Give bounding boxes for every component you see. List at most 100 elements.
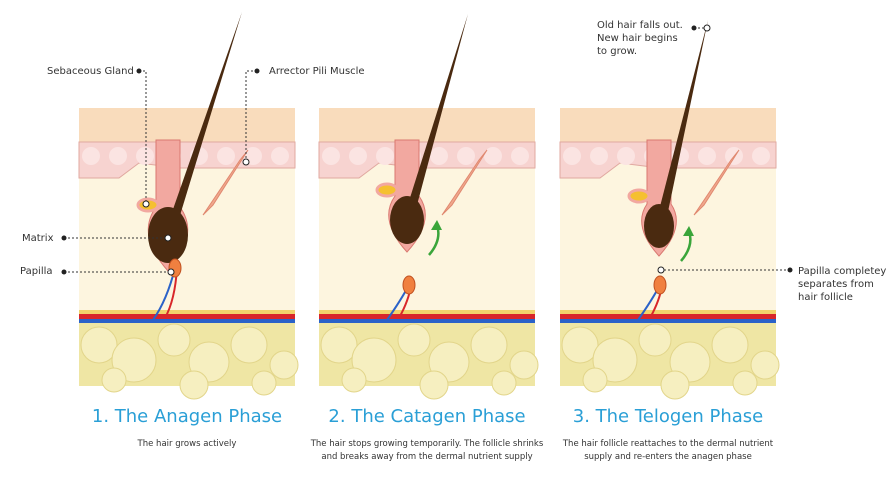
- cell: [349, 147, 367, 165]
- leader-dot: [254, 68, 260, 74]
- fat-cell: [269, 350, 299, 380]
- label-line: New hair begins: [597, 33, 678, 44]
- hair-shaft: [164, 12, 242, 235]
- cell: [376, 147, 394, 165]
- fat-cell: [251, 370, 277, 396]
- cell: [511, 147, 529, 165]
- fat-cell: [470, 326, 508, 364]
- leader-dot: [61, 269, 67, 275]
- fat-cell: [660, 370, 690, 400]
- cell: [217, 147, 235, 165]
- epidermis-layer: [560, 108, 776, 142]
- label-line: hair follicle: [798, 292, 853, 303]
- leader-dot: [136, 68, 142, 74]
- cell: [82, 147, 100, 165]
- leader-dot: [61, 235, 67, 241]
- sebaceous-gland: [375, 182, 399, 198]
- leader-dot: [691, 25, 697, 31]
- hair-shaft: [403, 14, 468, 220]
- fat-cell: [351, 337, 397, 383]
- label-line: to grow.: [597, 46, 638, 57]
- cell: [590, 147, 608, 165]
- arrow-head-icon: [683, 226, 694, 236]
- leader-end: [142, 200, 150, 208]
- cell: [617, 147, 635, 165]
- fat-cell: [419, 370, 449, 400]
- vein: [319, 319, 535, 323]
- fat-cell: [80, 326, 118, 364]
- vessel-layer: [79, 310, 295, 314]
- label-arrector-pili: Arrector Pili Muscle: [269, 66, 365, 77]
- artery: [560, 314, 776, 319]
- sebaceous-gland: [627, 188, 651, 204]
- fat-cell: [397, 323, 431, 357]
- label-old-hair: Old hair falls out. New hair begins to g…: [597, 19, 683, 58]
- label-matrix: Matrix: [22, 233, 54, 244]
- label-line: separates from: [798, 279, 874, 290]
- leader-dot: [787, 267, 793, 273]
- artery: [79, 314, 295, 319]
- vein: [560, 319, 776, 323]
- artery: [319, 314, 535, 319]
- hair-shaft: [655, 20, 708, 226]
- arrow-head-icon: [431, 220, 442, 230]
- cell: [484, 147, 502, 165]
- fat-cell: [320, 326, 358, 364]
- phase-desc-catagen: The hair stops growing temporarily. The …: [297, 438, 557, 464]
- vessel-layer: [319, 310, 535, 314]
- fat-cell: [179, 370, 209, 400]
- fat-cell: [732, 370, 758, 396]
- fat-cell: [750, 350, 780, 380]
- phase-title-telogen: 3. The Telogen Phase: [572, 406, 764, 427]
- skin-panel-telogen: [559, 20, 780, 400]
- skin-panel-anagen: [78, 12, 299, 400]
- cell: [698, 147, 716, 165]
- arrector-pili-muscle: [202, 149, 249, 216]
- leader-end: [657, 266, 665, 274]
- cell: [136, 147, 154, 165]
- dermal-papilla: [402, 275, 416, 295]
- fat-cell: [711, 326, 749, 364]
- fat-cell: [638, 323, 672, 357]
- cell: [322, 147, 340, 165]
- cell: [457, 147, 475, 165]
- label-papilla: Papilla: [20, 266, 53, 277]
- arrector-pili-muscle: [693, 149, 740, 216]
- label-line: Old hair falls out.: [597, 20, 683, 31]
- leader-end: [703, 24, 711, 32]
- arrector-pili-muscle: [441, 149, 488, 216]
- fat-cell: [561, 326, 599, 364]
- fat-cell: [157, 323, 191, 357]
- skin-panel-catagen: [318, 14, 539, 400]
- desc-line: supply and re-enters the anagen phase: [584, 452, 752, 462]
- vessel-layer: [560, 310, 776, 314]
- dermal-papilla: [653, 275, 667, 295]
- cell: [109, 147, 127, 165]
- label-line: Papilla completey: [798, 266, 887, 277]
- phase-title-anagen: 1. The Anagen Phase: [91, 406, 283, 427]
- desc-line: The hair stops growing temporarily. The …: [310, 439, 544, 449]
- fat-cell: [101, 367, 127, 393]
- cell: [752, 147, 770, 165]
- label-sebaceous-gland: Sebaceous Gland: [47, 66, 134, 77]
- cell: [430, 147, 448, 165]
- desc-line: The hair grows actively: [137, 439, 237, 449]
- fat-cell: [491, 370, 517, 396]
- hair-bulb: [390, 196, 424, 244]
- phase-title-catagen: 2. The Catagen Phase: [328, 406, 526, 427]
- phase-desc-anagen: The hair grows actively: [57, 438, 317, 451]
- fat-cell: [582, 367, 608, 393]
- cell: [563, 147, 581, 165]
- phase-desc-telogen: The hair follicle reattaches to the derm…: [538, 438, 798, 464]
- fat-cell: [509, 350, 539, 380]
- fat-cell: [111, 337, 157, 383]
- fat-cell: [230, 326, 268, 364]
- fat-cell: [592, 337, 638, 383]
- leader-end: [164, 234, 172, 242]
- vein: [79, 319, 295, 323]
- epidermis-layer: [79, 108, 295, 142]
- desc-line: The hair follicle reattaches to the derm…: [562, 439, 774, 449]
- desc-line: and breaks away from the dermal nutrient…: [321, 452, 533, 462]
- leader-end: [242, 158, 250, 166]
